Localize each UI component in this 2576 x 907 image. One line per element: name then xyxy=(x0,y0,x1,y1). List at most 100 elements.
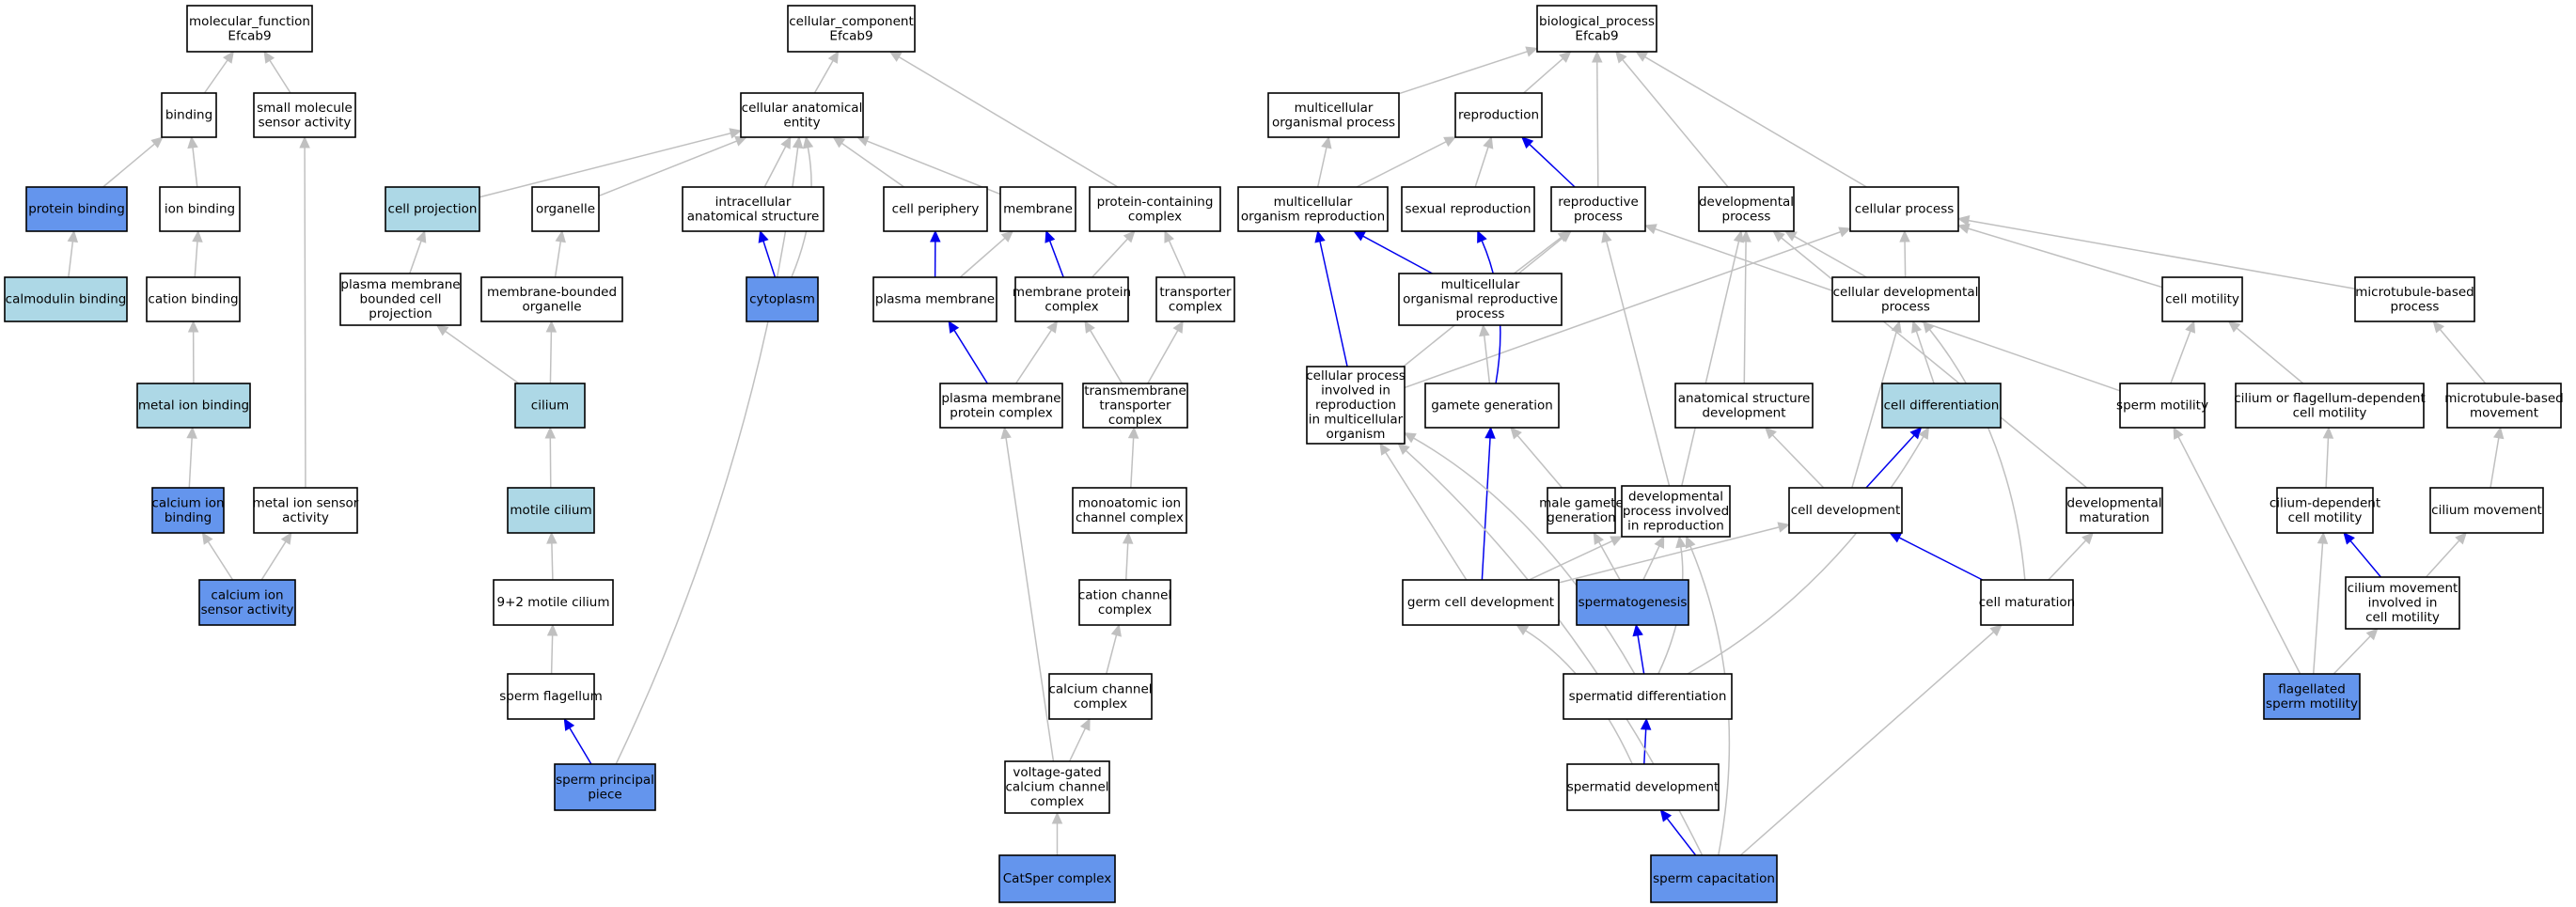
edge-mc_org_repro-to-multicellular_op xyxy=(1316,135,1332,188)
term-label: transporter xyxy=(1099,399,1171,414)
edge-germ_cell_dev-to-cp_in_repro xyxy=(1379,442,1468,581)
edge-germ_cell_dev-to-cell_development xyxy=(1558,522,1791,584)
go-term-sperm-motility: sperm motility xyxy=(2116,383,2208,429)
go-term-cell-motility: cell motility xyxy=(2161,276,2243,322)
term-label: membrane-bounded xyxy=(487,285,617,300)
term-box xyxy=(1831,276,1980,322)
edge-anatomical_dev-to-dev_process xyxy=(1740,229,1751,384)
term-label: complex xyxy=(1074,696,1127,712)
term-label: organelle xyxy=(536,202,595,217)
term-label: anatomical structure xyxy=(1678,391,1811,406)
edge-cytoplasm-to-intracellular xyxy=(758,229,777,278)
term-label: in reproduction xyxy=(1627,519,1724,534)
term-label: movement xyxy=(2470,405,2538,420)
edge-calcium_ion_sensor-to-calcium_ion_binding xyxy=(201,531,234,581)
edge-cell_motility-to-cellular_process xyxy=(1956,223,2163,289)
term-label: cell motility xyxy=(2165,292,2239,307)
edge-transporter_complex-to-protein_containing xyxy=(1164,229,1186,278)
term-box xyxy=(1849,186,1959,232)
term-box xyxy=(1881,383,2002,429)
term-label: cilium-dependent xyxy=(2270,495,2380,510)
term-box xyxy=(1014,276,1129,322)
edge-germ_cell_dev-to-dev_in_repro xyxy=(1529,536,1624,581)
edge-dev_in_repro-to-dev_process xyxy=(1681,229,1745,487)
term-label: cellular anatomical xyxy=(742,101,863,116)
term-label: intracellular xyxy=(715,195,792,210)
term-label: monoatomic ion xyxy=(1078,495,1181,510)
edge-monoatomic-to-transmembrane xyxy=(1127,426,1139,489)
edge-layer xyxy=(67,46,2505,856)
edge-plasma_membrane-to-cell_periphery xyxy=(930,229,941,278)
term-box xyxy=(1550,186,1646,232)
edge-sexual_repro-to-reproduction xyxy=(1474,135,1494,188)
go-term-reproduction: reproduction xyxy=(1454,92,1543,138)
term-label: sperm motility xyxy=(2116,399,2208,414)
term-box xyxy=(1237,186,1389,232)
term-label: cilium xyxy=(531,399,569,414)
term-box xyxy=(1078,579,1171,626)
edge-ion_binding-to-binding xyxy=(187,135,198,188)
edge-voltage_gated-to-calcium_channel xyxy=(1068,717,1091,762)
term-label: binding xyxy=(165,510,212,525)
term-label: transporter xyxy=(1159,285,1232,300)
term-label: process xyxy=(2391,299,2440,314)
term-box xyxy=(151,487,225,534)
edge-cellular_process-to-bp_root xyxy=(1635,51,1867,188)
edge-binding-to-mf_root xyxy=(203,51,235,94)
edge-spermatid_diff-to-cell_differentiation xyxy=(1687,426,1930,675)
term-box xyxy=(554,763,656,811)
term-label: maturation xyxy=(2080,510,2150,525)
edge-pm_protein_complex-to-membrane_protein_complex xyxy=(1014,320,1059,384)
term-label: developmental xyxy=(1699,195,1794,210)
edge-male_gamete-to-gamete_generation xyxy=(1510,427,1563,489)
edge-cation_binding-to-ion_binding xyxy=(192,229,203,278)
term-box xyxy=(1004,760,1110,814)
edge-reproduction-to-bp_root xyxy=(1523,51,1572,94)
go-term-cation-binding: cation binding xyxy=(146,276,241,322)
go-term-cell-maturation: cell maturation xyxy=(1979,579,2075,626)
term-box xyxy=(253,487,358,534)
term-label: spermatid differentiation xyxy=(1569,689,1727,704)
go-term-organelle: organelle xyxy=(531,186,600,232)
go-term-cilium: cilium xyxy=(514,383,586,429)
go-term-protein-binding: protein binding xyxy=(25,186,128,232)
term-label: developmental xyxy=(1628,490,1723,505)
edge-cell_development-to-cell_differentiation xyxy=(1865,427,1923,489)
edge-calcium_ion_binding-to-metal_ion_binding xyxy=(186,426,197,489)
term-label: anatomical structure xyxy=(687,209,820,224)
term-box xyxy=(682,186,825,232)
go-term-sperm-capacitation: sperm capacitation xyxy=(1650,854,1778,903)
term-label: 9+2 motile cilium xyxy=(497,595,610,610)
term-label: cilium or flagellum-dependent xyxy=(2234,391,2426,406)
term-box xyxy=(1698,186,1795,232)
term-label: sensor activity xyxy=(201,602,294,618)
term-label: protein binding xyxy=(28,202,125,217)
edge-cilium_flagellum_motility-to-cell_motility xyxy=(2227,321,2304,384)
term-box xyxy=(1650,854,1778,903)
go-term-cell-projection: cell projection xyxy=(385,186,480,232)
term-box xyxy=(939,383,1063,429)
go-term-germ-cell-dev: germ cell development xyxy=(1402,579,1560,626)
term-label: multicellular xyxy=(1274,195,1353,210)
term-box xyxy=(1398,273,1563,326)
go-term-calmodulin: calmodulin binding xyxy=(4,276,128,322)
edge-cell_dev_process-to-dev_process xyxy=(1783,230,1867,278)
term-label: sexual reproduction xyxy=(1405,202,1531,217)
edge-dev_in_repro-to-repro_process xyxy=(1601,229,1671,487)
term-label: complex xyxy=(1045,299,1098,314)
edge-sperm_motility-to-cell_motility xyxy=(2170,320,2196,384)
term-label: cation channel xyxy=(1078,587,1171,602)
term-label: microtubule-based xyxy=(2444,391,2564,406)
term-box xyxy=(1424,383,1560,429)
term-label: involved in xyxy=(2368,596,2438,611)
